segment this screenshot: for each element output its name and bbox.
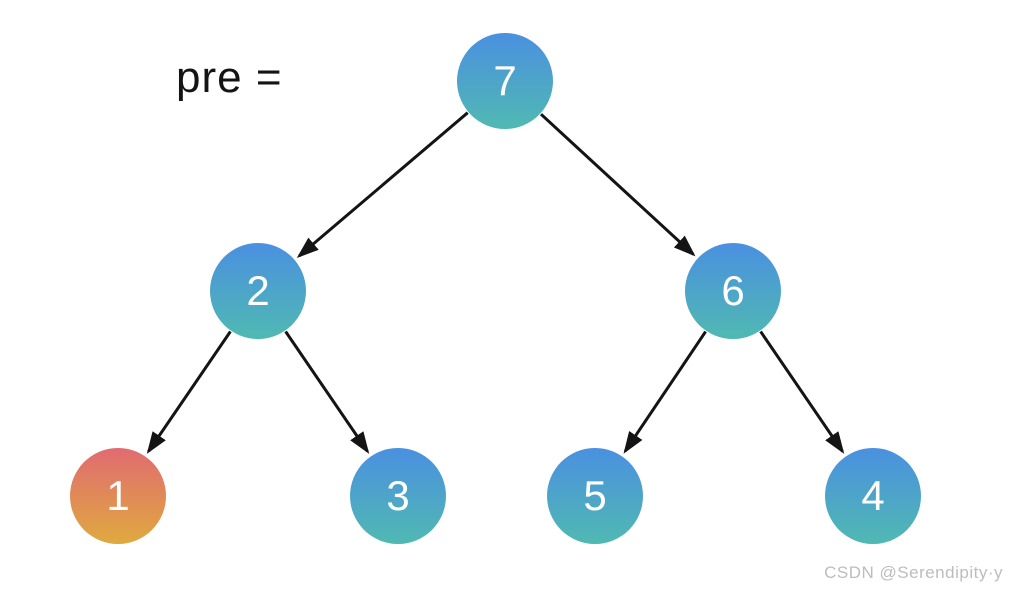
- tree-node-2: 2: [210, 243, 306, 339]
- tree-node-label: 2: [246, 267, 270, 314]
- tree-node-label: 4: [861, 472, 885, 519]
- pre-equals-label: pre =: [176, 53, 283, 102]
- tree-node-3: 3: [350, 448, 446, 544]
- tree-node-5: 5: [547, 448, 643, 544]
- tree-node-label: 3: [386, 472, 410, 519]
- tree-node-label: 7: [493, 57, 517, 104]
- tree-node-label: 1: [106, 472, 130, 519]
- watermark-text: CSDN @Serendipity·y: [824, 563, 1003, 582]
- tree-node-6: 6: [685, 243, 781, 339]
- tree-node-4: 4: [825, 448, 921, 544]
- tree-node-1: 1: [70, 448, 166, 544]
- tree-node-label: 5: [583, 472, 607, 519]
- tree-node-7: 7: [457, 33, 553, 129]
- tree-node-label: 6: [721, 267, 745, 314]
